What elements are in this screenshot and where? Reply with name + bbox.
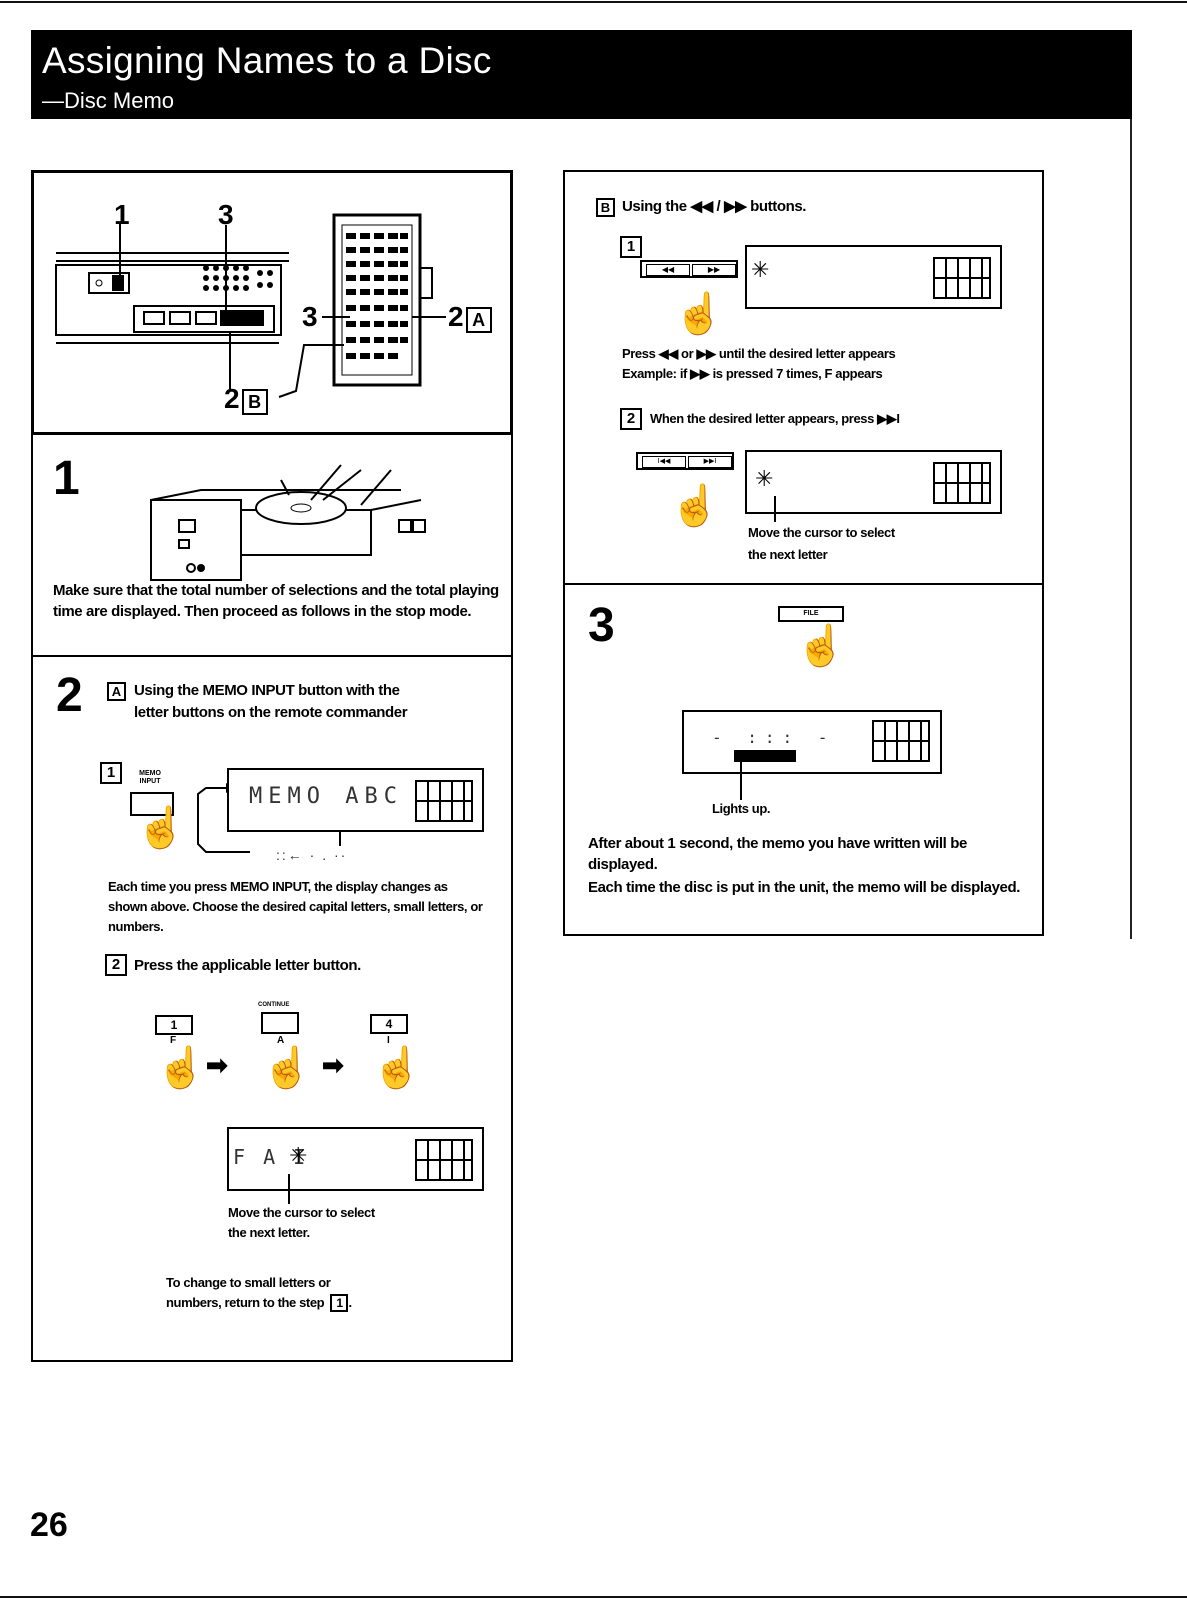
stepb-display-2: ✳ bbox=[745, 450, 1002, 514]
callout-3-top: 3 bbox=[218, 199, 234, 230]
key-1-letter: F bbox=[170, 1035, 177, 1046]
stepb-display-1: ✳ bbox=[745, 245, 1002, 309]
step3-display: - ::: - bbox=[682, 710, 942, 774]
step-2a-sub1-number: 1 bbox=[100, 762, 122, 784]
track-grid-icon bbox=[933, 257, 991, 299]
finger-press-icon: ☝ bbox=[136, 806, 186, 850]
finger-press-icon: ☝ bbox=[372, 1046, 422, 1090]
display-cycle-text: ::← · . ·· bbox=[276, 847, 348, 863]
arrow-right-icon: ➡ bbox=[206, 1050, 228, 1080]
memo-display-1: MEMO ABC bbox=[227, 768, 484, 832]
cd-player-and-remote-drawing bbox=[55, 213, 446, 398]
callout-2b-letter: B bbox=[241, 389, 268, 415]
lights-pointer-line bbox=[740, 760, 742, 800]
section-divider bbox=[563, 583, 1044, 585]
step-1-text: Make sure that the total number of selec… bbox=[53, 582, 499, 620]
change-note-1: To change to small letters or bbox=[166, 1275, 331, 1290]
step-2a-letter: A bbox=[107, 682, 126, 701]
step-2a-heading-1: Using the MEMO INPUT button with the bbox=[134, 682, 400, 699]
page-subtitle: —Disc Memo bbox=[42, 88, 175, 113]
finger-press-icon: ☝ bbox=[156, 1046, 206, 1090]
next-track-button[interactable]: ▶▶I bbox=[688, 456, 732, 468]
arrow-right-icon: ➡ bbox=[322, 1050, 344, 1080]
memo-display-2-text: F A I bbox=[233, 1145, 309, 1169]
track-grid-icon bbox=[415, 1139, 473, 1181]
bottom-rule bbox=[0, 1596, 1187, 1598]
step-3-number: 3 bbox=[588, 599, 615, 652]
step3-display-dashes: - ::: - bbox=[712, 728, 836, 747]
step-2a-sub2-text: Press the applicable letter button. bbox=[134, 957, 361, 974]
file-button[interactable]: FILE bbox=[778, 606, 844, 622]
step-b-sub1-line-2: Example: if ▶▶ is pressed 7 times, F app… bbox=[622, 366, 883, 381]
track-grid-icon bbox=[872, 720, 930, 762]
memo-display-2: F A I ✳ bbox=[227, 1127, 484, 1191]
step-1-section: 1 Make sure that the total number of sel… bbox=[31, 435, 513, 657]
blinking-cursor-icon: ✳ bbox=[289, 1143, 308, 1168]
fast-forward-button[interactable]: ▶▶ bbox=[692, 264, 736, 276]
step-b-cursor-note-1: Move the cursor to select bbox=[748, 525, 895, 540]
step-b-cursor-note-2: the next letter bbox=[748, 547, 828, 562]
callout-2a-letter: A bbox=[465, 307, 492, 333]
callout-1: 1 bbox=[114, 199, 130, 230]
step-b-heading: Using the ◀◀ / ▶▶ buttons. bbox=[622, 198, 807, 215]
step-2a-cursor-note-2: the next letter. bbox=[228, 1225, 310, 1240]
callout-3-side: 3 bbox=[302, 301, 318, 332]
page-title: Assigning Names to a Disc bbox=[42, 40, 492, 81]
change-note-step: 1 bbox=[330, 1294, 349, 1312]
page-number: 26 bbox=[30, 1506, 68, 1544]
memo-input-label: MEMO INPUT bbox=[139, 770, 161, 785]
memo-input-button[interactable] bbox=[130, 792, 174, 816]
rewind-button[interactable]: ◀◀ bbox=[646, 264, 690, 276]
top-rule bbox=[0, 1, 1187, 3]
change-note-2-text: numbers, return to the step bbox=[166, 1295, 325, 1310]
continue-label: CONTINUE bbox=[258, 1002, 290, 1008]
track-grid-icon bbox=[933, 462, 991, 504]
callout-2a-number: 2 bbox=[448, 301, 464, 332]
key-4-button[interactable]: 4 bbox=[370, 1014, 408, 1034]
step-b-sub2-text: When the desired letter appears, press ▶… bbox=[650, 411, 900, 426]
disc-loading-drawing bbox=[150, 464, 426, 581]
step-2-number: 2 bbox=[56, 669, 83, 722]
step-2a-sub2-number: 2 bbox=[105, 954, 127, 976]
blinking-cursor-icon: ✳ bbox=[755, 466, 774, 491]
continue-button[interactable] bbox=[261, 1012, 299, 1034]
step-3-text-1: After about 1 second, the memo you have … bbox=[588, 835, 967, 873]
key-1-button[interactable]: 1 bbox=[155, 1015, 193, 1035]
file-indicator bbox=[734, 750, 796, 762]
right-column-panel bbox=[563, 170, 1044, 936]
change-note-2: numbers, return to the step 1. bbox=[166, 1294, 352, 1312]
memo-display-1-text: MEMO ABC bbox=[249, 784, 403, 809]
finger-press-icon: ☝ bbox=[670, 484, 720, 528]
step-b-letter: B bbox=[596, 198, 615, 217]
finger-press-icon: ☝ bbox=[262, 1046, 312, 1090]
right-margin-rule bbox=[1130, 119, 1132, 939]
step-1-number: 1 bbox=[53, 452, 80, 505]
step-2a-heading-2: letter buttons on the remote commander bbox=[134, 704, 408, 721]
step-b-sub1-line-1: Press ◀◀ or ▶▶ until the desired letter … bbox=[622, 346, 896, 361]
step-2a-cursor-note-1: Move the cursor to select bbox=[228, 1205, 375, 1220]
step-2a-sub1-text: Each time you press MEMO INPUT, the disp… bbox=[108, 879, 483, 934]
continue-letter: A bbox=[277, 1035, 285, 1046]
cursor-pointer-line bbox=[774, 496, 776, 522]
step-b-sub1-number: 1 bbox=[620, 236, 642, 258]
step-3-text-2: Each time the disc is put in the unit, t… bbox=[588, 879, 1021, 896]
skip-buttons: ◀◀ ▶▶ bbox=[640, 260, 738, 278]
page-header: Assigning Names to a Disc —Disc Memo bbox=[31, 30, 1132, 119]
cursor-pointer-line bbox=[288, 1174, 290, 1204]
blinking-cursor-icon: ✳ bbox=[751, 257, 770, 282]
key-4-letter: I bbox=[387, 1035, 390, 1046]
finger-press-icon: ☝ bbox=[674, 292, 724, 336]
step-b-sub2-number: 2 bbox=[620, 408, 642, 430]
skip-buttons-2: I◀◀ ▶▶I bbox=[636, 452, 734, 470]
track-grid-icon bbox=[415, 780, 473, 822]
display-pointer bbox=[339, 832, 341, 846]
finger-press-icon: ☝ bbox=[796, 624, 846, 668]
callout-2b-number: 2 bbox=[224, 383, 240, 414]
lights-up-label: Lights up. bbox=[712, 801, 771, 816]
prev-track-button[interactable]: I◀◀ bbox=[642, 456, 686, 468]
